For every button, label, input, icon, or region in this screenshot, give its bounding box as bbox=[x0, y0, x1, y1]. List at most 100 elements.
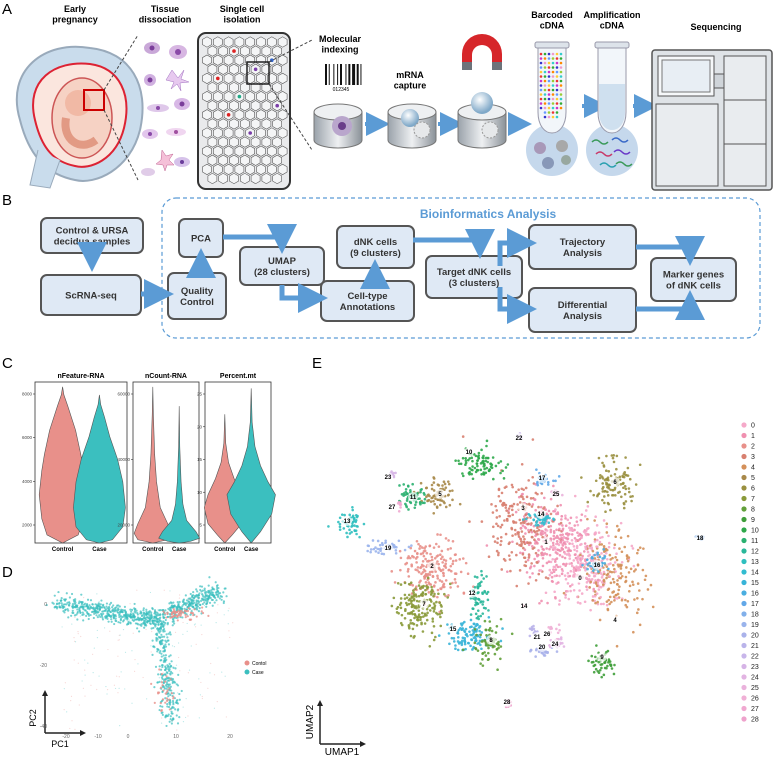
microwell bbox=[213, 91, 223, 103]
umap-legend-swatch bbox=[741, 621, 747, 628]
microwell bbox=[223, 72, 234, 84]
microwell bbox=[266, 163, 277, 175]
cluster-label: 23 bbox=[385, 475, 392, 481]
microwell bbox=[234, 163, 245, 175]
cluster-label: 18 bbox=[697, 536, 704, 542]
cluster-label-bg bbox=[387, 502, 397, 512]
cluster-label: 14 bbox=[521, 604, 528, 610]
cluster-label-bg bbox=[448, 624, 458, 634]
microwell bbox=[240, 81, 250, 94]
bioinformatics-frame bbox=[161, 197, 761, 339]
cluster-label-bg bbox=[575, 573, 585, 583]
microwell bbox=[240, 63, 250, 75]
microwell bbox=[277, 127, 288, 139]
microwell bbox=[223, 127, 234, 139]
violin-group-label: Case bbox=[244, 547, 259, 553]
microwell bbox=[218, 118, 228, 130]
cluster-label-bg bbox=[427, 561, 437, 571]
cell-in-well bbox=[237, 94, 242, 99]
microwell bbox=[256, 163, 266, 175]
microwell bbox=[277, 36, 288, 48]
microwell bbox=[202, 127, 212, 139]
microwell bbox=[245, 54, 255, 66]
cluster-label: 19 bbox=[385, 546, 392, 552]
cluster-label-bg bbox=[537, 642, 547, 652]
umap-legend-label: 10 bbox=[751, 528, 759, 535]
cluster-label: 14 bbox=[538, 512, 545, 518]
microwell bbox=[256, 54, 266, 66]
microwell bbox=[229, 63, 239, 75]
umap-legend-swatch bbox=[741, 695, 747, 701]
umap-axes: UMAP2 UMAP1 bbox=[305, 700, 366, 758]
umap-legend-swatch bbox=[741, 632, 747, 638]
cluster-label: 10 bbox=[466, 450, 473, 456]
umap-legend-swatch bbox=[741, 422, 747, 428]
umap-legend-swatch bbox=[741, 674, 747, 680]
microwell bbox=[240, 118, 250, 130]
cell-in-well bbox=[275, 103, 280, 108]
microwell bbox=[245, 163, 255, 175]
cluster-label-bg bbox=[419, 599, 429, 609]
microwell bbox=[229, 100, 239, 112]
magnet-icon bbox=[462, 34, 502, 70]
microwell bbox=[207, 63, 218, 75]
cluster-label: 11 bbox=[410, 495, 417, 501]
cluster-label: 15 bbox=[450, 627, 457, 633]
cluster-label-bg bbox=[502, 697, 512, 707]
microwell bbox=[266, 145, 277, 157]
umap-legend-label: 25 bbox=[751, 685, 759, 692]
microwell bbox=[250, 172, 261, 185]
cluster-label-bg bbox=[435, 489, 445, 499]
microwell bbox=[250, 136, 261, 148]
violin-group-label: Control bbox=[214, 547, 236, 553]
umap-legend-label: 21 bbox=[751, 643, 759, 650]
panel-d-letter: D bbox=[2, 564, 13, 581]
microwell bbox=[218, 154, 228, 166]
microwell bbox=[207, 172, 218, 185]
microwell bbox=[223, 36, 234, 48]
cluster-label-bg bbox=[383, 543, 393, 553]
umap-legend-swatch bbox=[741, 684, 747, 691]
microwell bbox=[213, 54, 223, 66]
microwell bbox=[202, 91, 212, 103]
microwell bbox=[256, 72, 266, 84]
microwell bbox=[277, 163, 288, 175]
umap-legend-swatch bbox=[741, 600, 747, 607]
umap-legend-swatch bbox=[741, 516, 747, 523]
violin-tick: 6000 bbox=[22, 435, 33, 440]
violin-shape bbox=[133, 386, 172, 544]
cluster-label: 13 bbox=[344, 519, 351, 525]
cluster-label: 24 bbox=[552, 642, 559, 648]
umap-legend-label: 0 bbox=[751, 423, 755, 430]
cluster-label-bg bbox=[342, 516, 352, 526]
umap-legend-label: 7 bbox=[751, 496, 755, 503]
umap-xlabel: UMAP1 bbox=[325, 747, 360, 756]
cluster-label: 5 bbox=[438, 492, 442, 498]
microwell bbox=[202, 72, 212, 84]
cluster-label-bg bbox=[551, 489, 561, 499]
microwell bbox=[245, 91, 255, 103]
panel-e-letter: E bbox=[312, 355, 322, 372]
microwell bbox=[240, 45, 250, 57]
dissociated-cells bbox=[141, 42, 190, 176]
microwell bbox=[207, 118, 218, 130]
umap-legend-label: 8 bbox=[751, 507, 755, 514]
violin-group-label: Control bbox=[52, 547, 74, 553]
legend-swatch-control bbox=[244, 660, 250, 666]
microwell bbox=[218, 136, 228, 148]
tube-amplification-icon bbox=[586, 41, 638, 176]
legend-label-case: Case bbox=[252, 670, 264, 676]
cluster-label-bg bbox=[610, 477, 620, 487]
flow-box-label-scrnaseq: ScRNA-seq bbox=[65, 291, 117, 302]
violin-shape bbox=[73, 394, 126, 544]
microwell bbox=[213, 36, 223, 48]
microwell bbox=[207, 136, 218, 148]
barcode-icon bbox=[325, 64, 362, 85]
microwell bbox=[229, 81, 239, 94]
well-indexing-icon bbox=[313, 103, 363, 149]
umap-legend-label: 24 bbox=[751, 675, 759, 682]
cluster-label: 16 bbox=[594, 563, 601, 569]
legend-label-control: Contol bbox=[252, 661, 266, 667]
violin-group-label: Case bbox=[92, 547, 107, 553]
